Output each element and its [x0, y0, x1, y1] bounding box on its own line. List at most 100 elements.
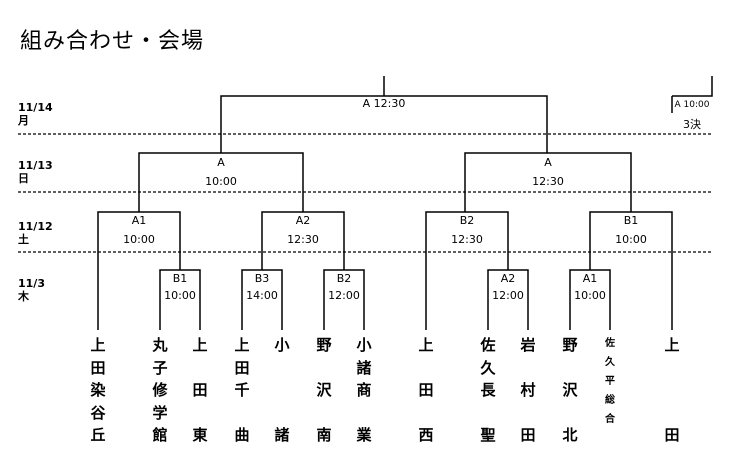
date-label: 11/3	[18, 277, 45, 290]
team-name-char: 田	[192, 381, 208, 399]
team-name-char: 商	[356, 381, 372, 399]
qf1-time: 10:00	[123, 233, 155, 246]
qf3-time: 12:30	[451, 233, 483, 246]
team-11: 野 沢 北	[558, 334, 582, 447]
team-name-char: 館	[152, 426, 168, 444]
team-name-char: 南	[316, 426, 332, 444]
team-name-char	[352, 402, 376, 425]
team-name-char: 久	[605, 357, 615, 368]
qf1-bracket	[97, 211, 181, 330]
team-name-char: 野	[316, 336, 332, 354]
semi-left-court: A	[217, 156, 225, 169]
team-name-char: 田	[418, 381, 434, 399]
team-name-char: 聖	[480, 426, 496, 444]
team-name-char	[270, 379, 294, 402]
team-name-char: 久	[480, 358, 496, 377]
team-name-char: 諸	[356, 358, 372, 377]
semi-left-bracket	[138, 152, 304, 212]
day-label: 木	[18, 290, 29, 303]
team-name-char: 上	[418, 336, 434, 354]
team-name-char: 合	[605, 414, 615, 425]
r1-4-time: 12:00	[492, 289, 524, 302]
team-name-char: 長	[480, 381, 496, 399]
team-name-char: 上	[234, 336, 250, 354]
team-name-char: 田	[90, 358, 106, 377]
team-name-char: 曲	[234, 426, 250, 444]
team-name-char	[230, 402, 254, 425]
semi-left-time: 10:00	[205, 175, 237, 188]
team-name-char	[312, 402, 336, 425]
r1-3-time: 12:00	[328, 289, 360, 302]
r1-1-court: B1	[172, 272, 188, 285]
r1-1-bracket	[159, 269, 201, 330]
final-bracket	[220, 76, 548, 153]
date-row-1: 11/14 月	[18, 101, 53, 127]
team-name-char: 村	[520, 381, 536, 399]
qf2-court: A2	[295, 214, 311, 227]
qf4-time: 10:00	[615, 233, 647, 246]
team-4: 上田千 曲	[230, 334, 254, 447]
team-name-char: 谷	[90, 403, 106, 422]
team-5: 小 諸	[270, 334, 294, 447]
team-name-char: 丘	[90, 426, 106, 444]
team-name-char: 野	[562, 336, 578, 354]
team-name-char: 学	[152, 403, 168, 422]
qf2-bracket	[261, 211, 345, 270]
day-label: 日	[18, 172, 29, 185]
qf4-court: B1	[623, 214, 639, 227]
team-name-char: 小	[274, 336, 290, 354]
team-name-char: 子	[152, 358, 168, 377]
bracket	[97, 76, 713, 330]
date-label: 11/12	[18, 220, 53, 233]
semi-right-court: A	[544, 156, 552, 169]
date-label: 11/14	[18, 101, 53, 114]
day-label: 月	[18, 114, 29, 127]
team-name-char: 平	[605, 376, 615, 387]
team-name-char	[476, 402, 500, 425]
team-name-char: 千	[234, 381, 250, 399]
team-9: 佐久長 聖	[476, 334, 500, 447]
team-name-char: 丸	[152, 336, 168, 354]
team-6: 野 沢 南	[312, 334, 336, 447]
r1-5-court: A1	[582, 272, 598, 285]
r1-2-time: 14:00	[246, 289, 278, 302]
team-name-char	[312, 357, 336, 380]
team-name-char	[660, 402, 684, 425]
team-name-char: 総	[605, 395, 615, 406]
qf3-court: B2	[459, 214, 475, 227]
r1-3-bracket	[323, 269, 365, 330]
team-name-char: 岩	[520, 336, 536, 354]
team-name-char: 沢	[316, 381, 332, 399]
team-1: 上田染谷丘	[86, 334, 110, 447]
third-place-box	[671, 76, 713, 113]
r1-4-bracket	[487, 269, 529, 330]
date-row-4: 11/3 木	[18, 277, 45, 303]
date-label: 11/13	[18, 159, 53, 172]
team-2: 丸子修学館	[148, 334, 172, 447]
r1-2-bracket	[241, 269, 283, 330]
team-10: 岩 村 田	[516, 334, 540, 447]
team-name-char	[516, 402, 540, 425]
team-name-char: 上	[664, 336, 680, 354]
team-name-char: 上	[90, 336, 106, 354]
team-name-char: 業	[356, 426, 372, 444]
team-name-char	[414, 357, 438, 380]
team-name-char: 田	[664, 426, 680, 444]
r1-2-court: B3	[254, 272, 270, 285]
team-name-char: 西	[418, 426, 434, 444]
team-name-char	[660, 379, 684, 402]
team-name-char	[558, 402, 582, 425]
team-13: 上 田	[660, 334, 684, 447]
date-row-3: 11/12 土	[18, 220, 53, 246]
page-title: 組み合わせ・会場	[20, 29, 205, 54]
date-row-2: 11/13 日	[18, 159, 53, 185]
qf4-bracket	[589, 211, 673, 330]
team-name-char: 沢	[562, 381, 578, 399]
team-name-char: 北	[562, 426, 578, 444]
semi-right-time: 12:30	[532, 175, 564, 188]
team-name-char	[270, 402, 294, 425]
team-7: 小諸商 業	[352, 334, 376, 447]
team-name-char	[188, 402, 212, 425]
